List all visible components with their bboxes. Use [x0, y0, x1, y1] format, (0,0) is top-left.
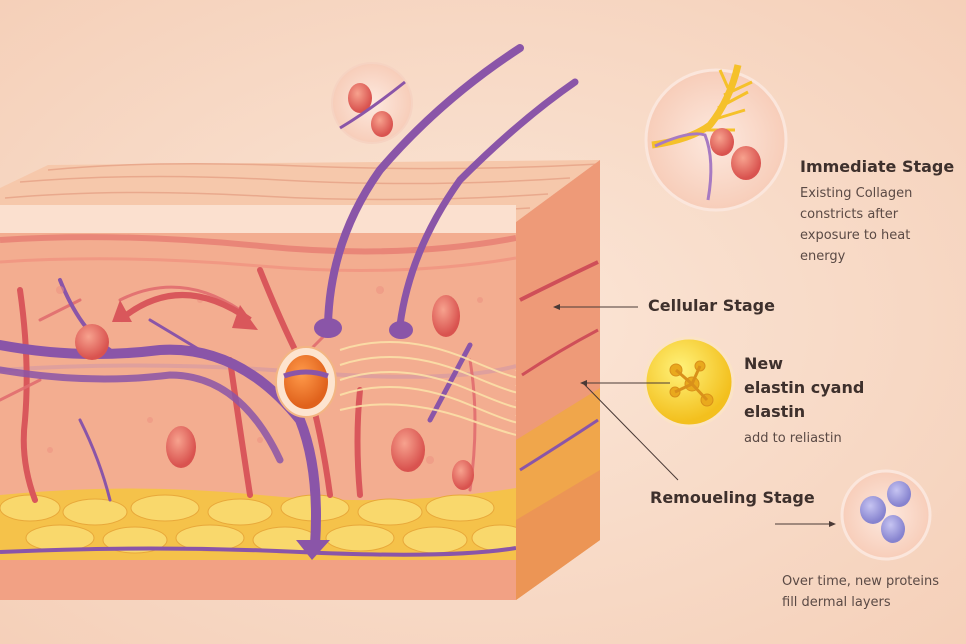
red-cells [75, 295, 474, 490]
immediate-desc-line: exposure to heat [800, 228, 911, 243]
heated-cell [275, 346, 337, 418]
immediate-bubble [644, 64, 788, 212]
immediate-desc-line: energy [800, 249, 846, 264]
top-bubble [331, 62, 413, 144]
new-elastin-description: add to reliastin [744, 431, 842, 446]
skin-front-face [0, 205, 516, 600]
new-elastin-title: New elastin cyand elastin [744, 352, 864, 424]
immediate-desc-line: Existing Collagen [800, 186, 913, 201]
remodeling-stage-description: Over time, new proteins fill dermal laye… [782, 571, 939, 613]
remodeling-bubble [840, 469, 932, 561]
immediate-desc-line: constricts after [800, 207, 899, 222]
follicles [324, 44, 579, 329]
remodeling-desc-line: Over time, new proteins [782, 574, 940, 589]
immediate-stage-description: Existing Collagen constricts after expos… [800, 183, 912, 267]
skin-side-face [516, 160, 600, 600]
remodeling-stage-title: Remoueling Stage [650, 488, 815, 507]
new-title-line: elastin [744, 402, 806, 421]
immediate-stage-title: Immediate Stage [800, 157, 955, 176]
elastin-bubble [643, 336, 735, 428]
new-title-line: New [744, 354, 784, 373]
pointer-lines [556, 306, 832, 525]
remodeling-desc-line: fill dermal layers [782, 595, 891, 610]
cellular-stage-title: Cellular Stage [648, 296, 775, 315]
new-title-line: elastin cyand [744, 378, 865, 397]
